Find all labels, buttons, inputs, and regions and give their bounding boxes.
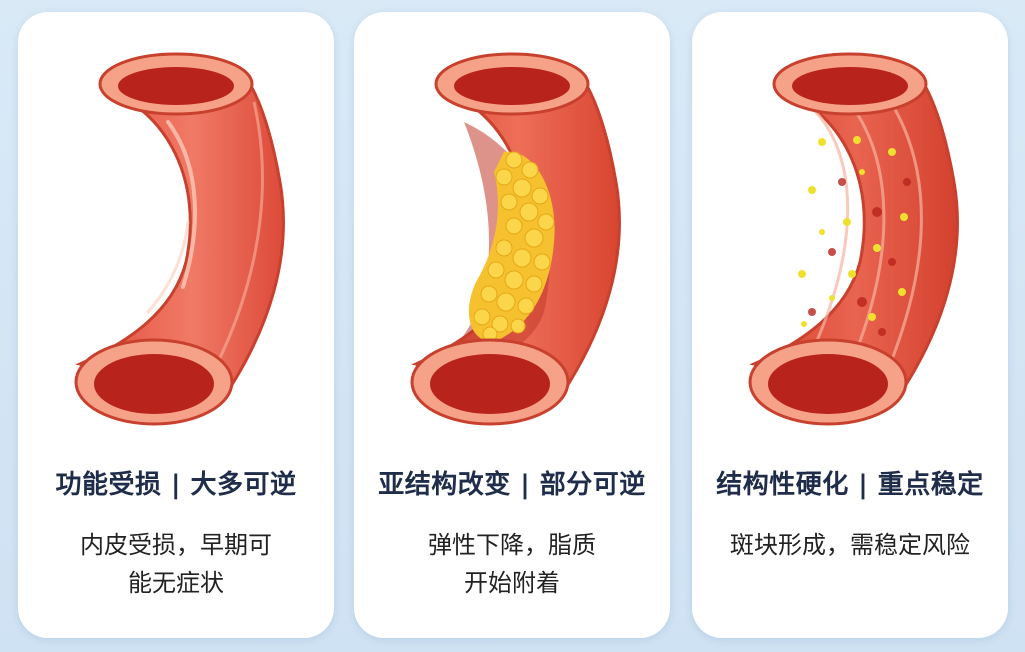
stage-title: 结构性硬化 | 重点稳定 bbox=[716, 470, 984, 500]
stage-title: 亚结构改变 | 部分可逆 bbox=[378, 470, 646, 500]
stage-card-2: 亚结构改变 | 部分可逆 弹性下降，脂质 开始附着 bbox=[354, 12, 670, 638]
stage-description: 弹性下降，脂质 开始附着 bbox=[354, 526, 670, 602]
description-line: 内皮受损，早期可 bbox=[80, 531, 272, 559]
stage-title: 功能受损 | 大多可逆 bbox=[55, 470, 297, 500]
lipid-plaque bbox=[468, 151, 555, 342]
stage-description: 斑块形成，需稳定风险 bbox=[692, 526, 1008, 564]
description-line: 开始附着 bbox=[464, 569, 560, 597]
stage-card-3: 结构性硬化 | 重点稳定 斑块形成，需稳定风险 bbox=[692, 12, 1008, 638]
fatty-deposit-vessel-icon bbox=[410, 52, 621, 426]
stage-description: 内皮受损，早期可 能无症状 bbox=[18, 526, 334, 602]
description-line: 斑块形成，需稳定风险 bbox=[730, 531, 970, 559]
hardened-vessel-icon bbox=[748, 52, 959, 426]
description-line: 能无症状 bbox=[128, 569, 224, 597]
stage-card-1: 功能受损 | 大多可逆 内皮受损，早期可 能无症状 bbox=[18, 12, 334, 638]
calcified-spots bbox=[798, 136, 908, 327]
healthy-vessel-icon bbox=[74, 52, 285, 426]
description-line: 弹性下降，脂质 bbox=[428, 531, 596, 559]
